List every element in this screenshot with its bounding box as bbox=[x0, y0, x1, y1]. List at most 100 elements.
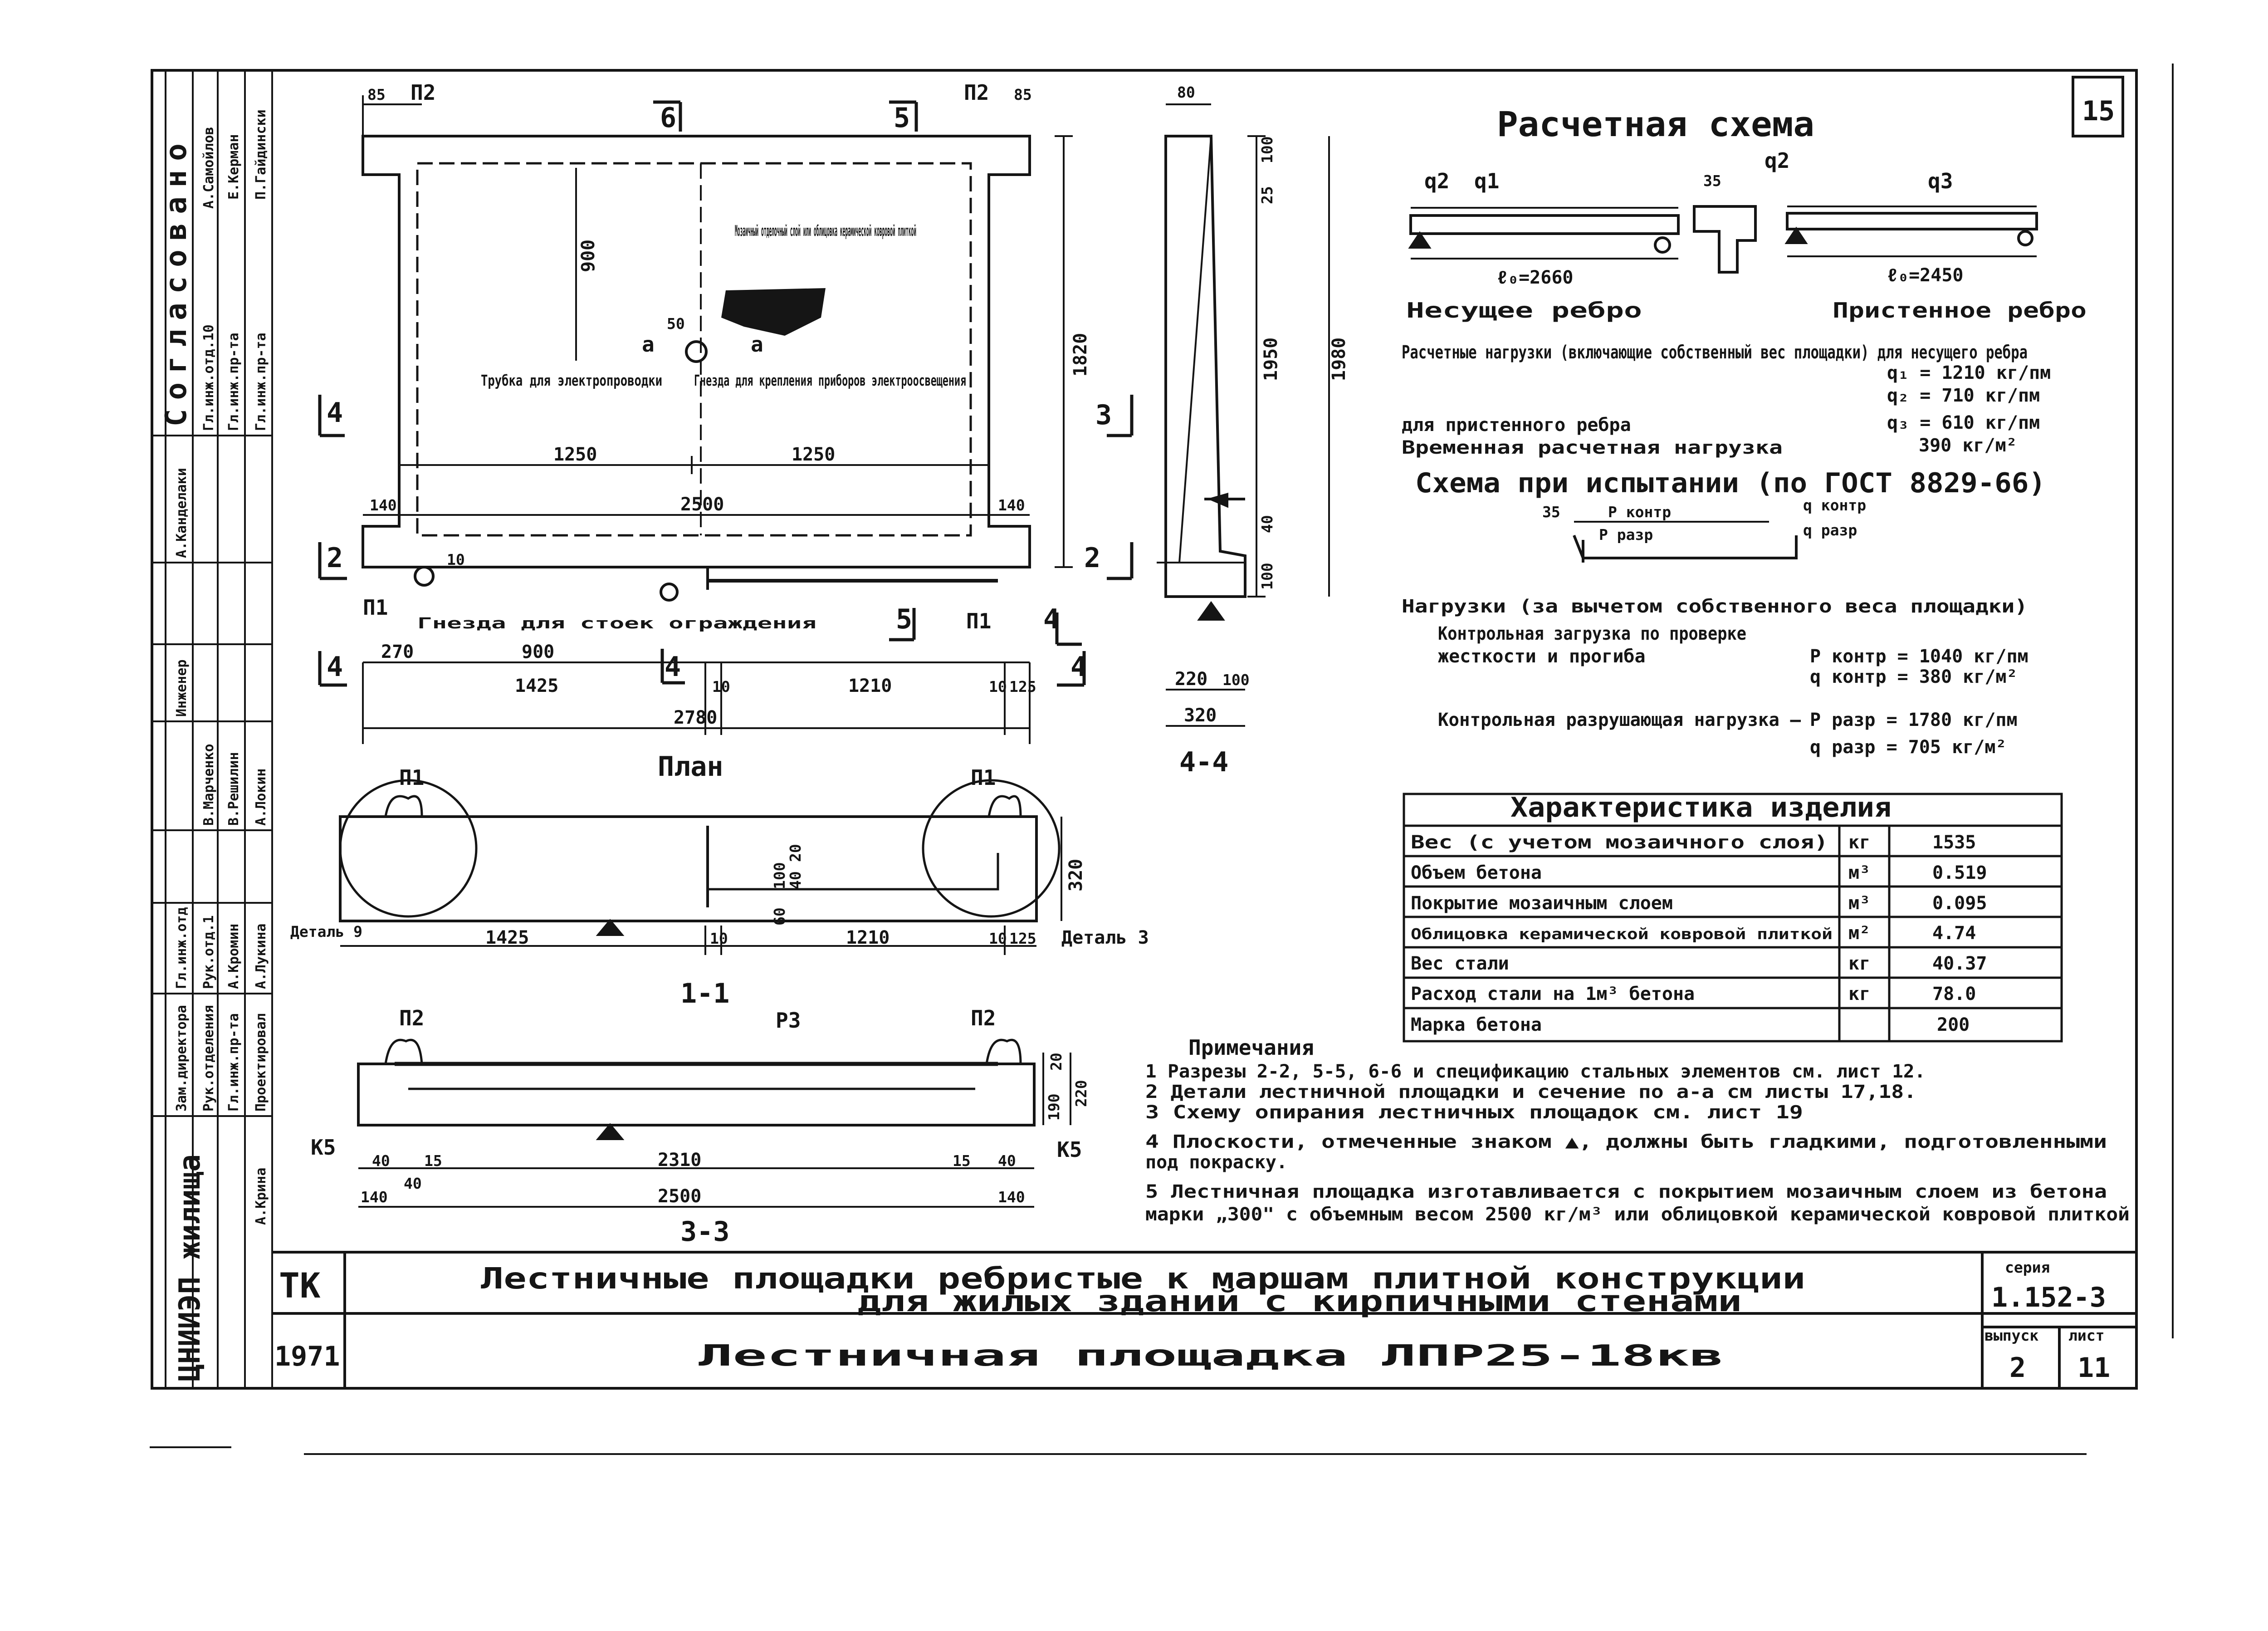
char-row-7-name: Марка бетона bbox=[1411, 1014, 1542, 1035]
char-title: Характеристика изделия bbox=[1510, 792, 1892, 823]
control-line-2: жесткости и прогиба bbox=[1438, 646, 1646, 667]
section-4-mark-mid: 4 bbox=[665, 651, 681, 683]
org-logo: ЦНИИЭП жилища bbox=[173, 1154, 207, 1381]
char-row-3-value: 0.095 bbox=[1932, 893, 1987, 914]
section-5-mark-bottom: 5 bbox=[896, 603, 912, 635]
rib-left: Несущее ребро bbox=[1406, 298, 1642, 323]
label-p1-left: П1 bbox=[363, 595, 388, 620]
dim-80: 80 bbox=[1177, 83, 1195, 101]
q3: q3 bbox=[1928, 169, 1953, 193]
dim-1425: 1425 bbox=[515, 676, 558, 696]
test-scheme-text: Схема при испытании (по ГОСТ 8829-66) 35… bbox=[1415, 467, 2046, 544]
s1-dim-60: 60 bbox=[771, 907, 788, 926]
socket-symbol bbox=[685, 340, 708, 363]
s3-dim-140b: 140 bbox=[998, 1188, 1025, 1206]
section-4-mark-left: 4 bbox=[327, 397, 343, 429]
label-k5-right: К5 bbox=[1057, 1137, 1082, 1162]
dim-1820: 1820 bbox=[1070, 333, 1091, 377]
s3-dim-140a: 140 bbox=[361, 1188, 388, 1206]
calc-scheme-middle bbox=[1693, 205, 1757, 274]
note-5b: марки „300" с объемным весом 2500 кг/м³ … bbox=[1145, 1204, 2130, 1225]
char-row-2-unit: м³ bbox=[1848, 862, 1870, 883]
char-row-5-value: 40.37 bbox=[1932, 953, 1987, 974]
approval-role-10: Проектировал bbox=[253, 1013, 269, 1112]
page-number-box bbox=[2072, 76, 2124, 137]
detail-right: Деталь 3 bbox=[1061, 927, 1149, 948]
title-line-1: Лестничные площадки ребристые к маршам п… bbox=[481, 1262, 1805, 1296]
section-4-mark-right: 4 bbox=[1043, 603, 1060, 635]
section-4-4-text: 80 100 25 1950 1980 40 100 220 100 320 4… bbox=[1175, 83, 1349, 778]
l0-right: ℓ₀=2450 bbox=[1887, 265, 1964, 286]
label-p1-s1-left: П1 bbox=[399, 765, 424, 790]
socket-label: Гнезда для крепления приборов электроосв… bbox=[694, 372, 966, 389]
char-row-2-value: 0.519 bbox=[1932, 862, 1987, 883]
label-p2-left: П2 bbox=[411, 80, 435, 105]
dim-320: 320 bbox=[1184, 705, 1217, 726]
dim-270: 270 bbox=[381, 642, 414, 662]
q1-value: q₁ = 1210 кг/пм bbox=[1887, 362, 2051, 383]
break-label: Контрольная разрушающая нагрузка — bbox=[1438, 710, 1801, 730]
series-value: 1.152-3 bbox=[1991, 1282, 2106, 1313]
plan-view bbox=[362, 135, 1031, 590]
char-row-3-unit: м³ bbox=[1848, 893, 1870, 914]
test-loads-text: Нагрузки (за вычетом собственного веса п… bbox=[1402, 596, 2028, 758]
approval-name-4: А.Канделаки bbox=[174, 468, 190, 558]
approval-header: Согласовано bbox=[160, 134, 193, 426]
label-p2-s3-left: П2 bbox=[399, 1006, 424, 1030]
section-2-mark-left: 2 bbox=[327, 542, 343, 574]
section-4-4-dims bbox=[1166, 103, 1330, 727]
detail-left: Деталь 9 bbox=[290, 923, 362, 940]
sheet-frame bbox=[151, 69, 2138, 1390]
char-row-1-unit: кг bbox=[1848, 832, 1870, 853]
dim-900-vert: 900 bbox=[578, 240, 599, 272]
s1-dim-20: 20 bbox=[787, 844, 804, 862]
section-6-mark: 6 bbox=[660, 102, 676, 134]
notes-title: Примечания bbox=[1188, 1035, 1314, 1060]
label-p2-right: П2 bbox=[964, 80, 989, 105]
s3-dim-2500: 2500 bbox=[658, 1186, 701, 1207]
approval-role-6: Рук.отд.1 bbox=[201, 915, 217, 989]
sheet-value: 11 bbox=[2077, 1352, 2110, 1384]
section-4-mark-br: 4 bbox=[1070, 651, 1087, 683]
loads-title: Расчетные нагрузки (включающие собственн… bbox=[1402, 342, 2028, 363]
dim-900-bottom: 900 bbox=[522, 642, 554, 662]
s3-dim-15b: 15 bbox=[953, 1152, 971, 1170]
code-tk: ТК bbox=[279, 1265, 321, 1306]
break-q-value: q разр = 705 кг/м² bbox=[1810, 737, 2006, 758]
approval-role-7: Зам.директора bbox=[174, 1005, 190, 1112]
test-q-razr: q разр bbox=[1803, 521, 1857, 539]
test-title: Схема при испытании (по ГОСТ 8829-66) bbox=[1415, 467, 2046, 499]
break-p-value: Р разр = 1780 кг/пм bbox=[1810, 710, 2018, 730]
dim-100-side: 100 bbox=[1222, 671, 1250, 689]
dim-2500: 2500 bbox=[680, 494, 724, 515]
dim-10a: 10 bbox=[712, 678, 730, 696]
note-1: 1 Разрезы 2-2, 5-5, 6-6 и спецификацию с… bbox=[1145, 1061, 1926, 1082]
approval-role-5: Гл.инж.отд bbox=[174, 907, 190, 989]
label-k5-left: К5 bbox=[311, 1135, 336, 1160]
note-2: 2 Детали лестничной площадки и сечение п… bbox=[1145, 1082, 1916, 1102]
mosaic-note: Мозаичный отделочный слой или облицовка … bbox=[735, 222, 916, 240]
dim-140-right: 140 bbox=[998, 496, 1025, 514]
note-5: 5 Лестничная площадка изготавливается с … bbox=[1145, 1181, 2107, 1202]
tube-label: Трубка для электропроводки bbox=[481, 372, 662, 389]
wall-rib-label: для пристенного ребра bbox=[1402, 415, 1631, 436]
approval-name-8: А.Кромин bbox=[226, 924, 242, 989]
dim-85-right: 85 bbox=[1014, 86, 1032, 103]
year: 1971 bbox=[274, 1341, 340, 1372]
char-row-4-value: 4.74 bbox=[1932, 923, 1976, 944]
q2-right: q2 bbox=[1765, 148, 1789, 173]
calc-scheme-left bbox=[1408, 207, 1680, 260]
series-label: серия bbox=[2005, 1259, 2050, 1276]
approval-name-9: А.Лукина bbox=[253, 924, 269, 989]
section-markers bbox=[318, 100, 1134, 687]
s3-dim-20: 20 bbox=[1047, 1053, 1065, 1071]
characteristics-grid bbox=[1403, 793, 2063, 1043]
dim-1250-right: 1250 bbox=[792, 444, 835, 465]
label-e3: Р3 bbox=[776, 1008, 801, 1033]
dim-100-top: 100 bbox=[1258, 136, 1276, 163]
section-1-1-view bbox=[339, 779, 1061, 936]
test-loads-title: Нагрузки (за вычетом собственного веса п… bbox=[1402, 596, 2028, 617]
plan-caption: План bbox=[658, 751, 723, 783]
test-p-kontr: Р контр bbox=[1608, 503, 1671, 521]
calc-scheme-text: Расчетная схема q2 q1 q2 q3 35 ℓ₀=2660 ℓ… bbox=[1402, 104, 2087, 458]
